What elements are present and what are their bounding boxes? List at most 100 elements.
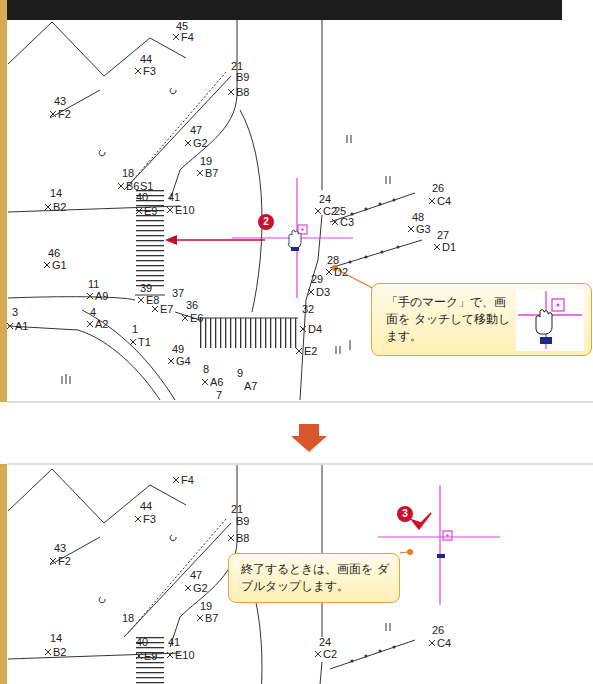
point-label: D1 xyxy=(442,241,456,253)
point-label: 48 xyxy=(412,211,424,223)
point-label: 43 xyxy=(54,95,66,107)
point-cross xyxy=(44,262,50,268)
point-label: F2 xyxy=(58,555,71,567)
point-cross xyxy=(296,348,302,354)
point-cross xyxy=(173,477,179,483)
point-label: C2 xyxy=(323,648,337,660)
point-cross xyxy=(182,315,188,321)
point-label: 24 xyxy=(319,193,331,205)
point-label: A1 xyxy=(15,320,28,332)
point-label: 14 xyxy=(50,187,62,199)
point-label: C4 xyxy=(437,195,451,207)
point-label: A9 xyxy=(95,290,108,302)
point-label: 29 xyxy=(311,273,323,285)
point-label: 49 xyxy=(172,343,184,355)
point-label: 1 xyxy=(132,323,138,335)
point-label: A6 xyxy=(210,376,223,388)
point-cross xyxy=(167,207,173,213)
point-cross xyxy=(332,219,338,225)
point-cross xyxy=(152,306,158,312)
point-label: S1 xyxy=(140,180,153,192)
point-cross xyxy=(197,615,203,621)
point-label: F3 xyxy=(143,65,156,77)
point-label: 40 xyxy=(136,191,148,203)
point-label: D3 xyxy=(316,286,330,298)
callout-text: 「手のマーク」で、画面を タッチして移動します。 xyxy=(386,294,514,345)
point-label: 11 xyxy=(88,278,99,290)
point-cross xyxy=(300,326,306,332)
point-label: F3 xyxy=(143,513,156,525)
point-cross xyxy=(138,297,144,303)
point-label: 43 xyxy=(54,542,66,554)
point-label: B9 xyxy=(236,515,249,527)
point-label: B2 xyxy=(53,201,66,213)
point-cross xyxy=(197,170,203,176)
point-label: C4 xyxy=(437,637,451,649)
point-label: E8 xyxy=(146,294,159,306)
point-cross xyxy=(173,34,179,40)
point-label: 37 xyxy=(172,287,184,299)
point-label: 41 xyxy=(168,191,180,203)
point-label: 3 xyxy=(12,306,18,318)
point-label: 4 xyxy=(90,306,96,318)
point-label: F2 xyxy=(58,108,71,120)
point-label: G2 xyxy=(193,137,208,149)
point-cross xyxy=(308,289,314,295)
point-label: 39 xyxy=(140,282,152,294)
callout-box: 「手のマーク」で、画面を タッチして移動します。 xyxy=(371,283,592,356)
point-cross xyxy=(136,653,142,659)
point-label: 46 xyxy=(48,247,60,259)
point-label: T1 xyxy=(138,336,151,348)
point-cross xyxy=(45,204,51,210)
point-cross xyxy=(135,516,141,522)
point-label: 47 xyxy=(190,124,202,136)
point-cross xyxy=(315,208,321,214)
point-label: B6 xyxy=(126,180,139,192)
point-label: D2 xyxy=(334,266,348,278)
point-label: E9 xyxy=(144,650,157,662)
point-label: 28 xyxy=(327,254,339,266)
point-cross xyxy=(167,652,173,658)
point-label: B7 xyxy=(205,167,218,179)
point-cross xyxy=(408,226,414,232)
point-label: C3 xyxy=(340,216,354,228)
callout-box: 終了するときは、画面を ダブルタップします。 xyxy=(228,553,400,603)
point-cross xyxy=(429,640,435,646)
point-label: A7 xyxy=(244,380,257,392)
point-cross xyxy=(228,89,234,95)
point-label: 7 xyxy=(216,389,222,401)
point-label: 44 xyxy=(140,500,152,512)
point-label: E6 xyxy=(190,312,203,324)
callout-number: 2 xyxy=(258,214,274,230)
point-label: G4 xyxy=(176,355,191,367)
point-label: 32 xyxy=(302,303,314,315)
point-label: B2 xyxy=(53,646,66,658)
point-cross xyxy=(136,208,142,214)
point-label: B7 xyxy=(205,612,218,624)
callout-number: 3 xyxy=(397,506,413,522)
point-label: 19 xyxy=(200,600,212,612)
point-cross xyxy=(168,358,174,364)
point-cross xyxy=(434,244,440,250)
point-cross xyxy=(185,585,191,591)
point-label: 26 xyxy=(432,624,444,636)
point-label: 27 xyxy=(437,229,449,241)
point-cross xyxy=(326,269,332,275)
point-cross xyxy=(429,198,435,204)
point-label: 41 xyxy=(168,636,180,648)
point-label: G1 xyxy=(52,259,67,271)
point-label: 9 xyxy=(237,367,243,379)
point-label: E7 xyxy=(160,303,173,315)
point-cross xyxy=(130,339,136,345)
point-label: 36 xyxy=(186,299,198,311)
point-label: 24 xyxy=(319,636,331,648)
point-cross xyxy=(228,535,234,541)
point-cross xyxy=(50,111,56,117)
point-label: 26 xyxy=(432,182,444,194)
point-label: F4 xyxy=(181,474,194,486)
point-label: 8 xyxy=(203,363,209,375)
point-cross xyxy=(185,140,191,146)
point-cross xyxy=(7,323,13,329)
point-label: 21 xyxy=(231,60,243,72)
point-label: 14 xyxy=(50,632,62,644)
